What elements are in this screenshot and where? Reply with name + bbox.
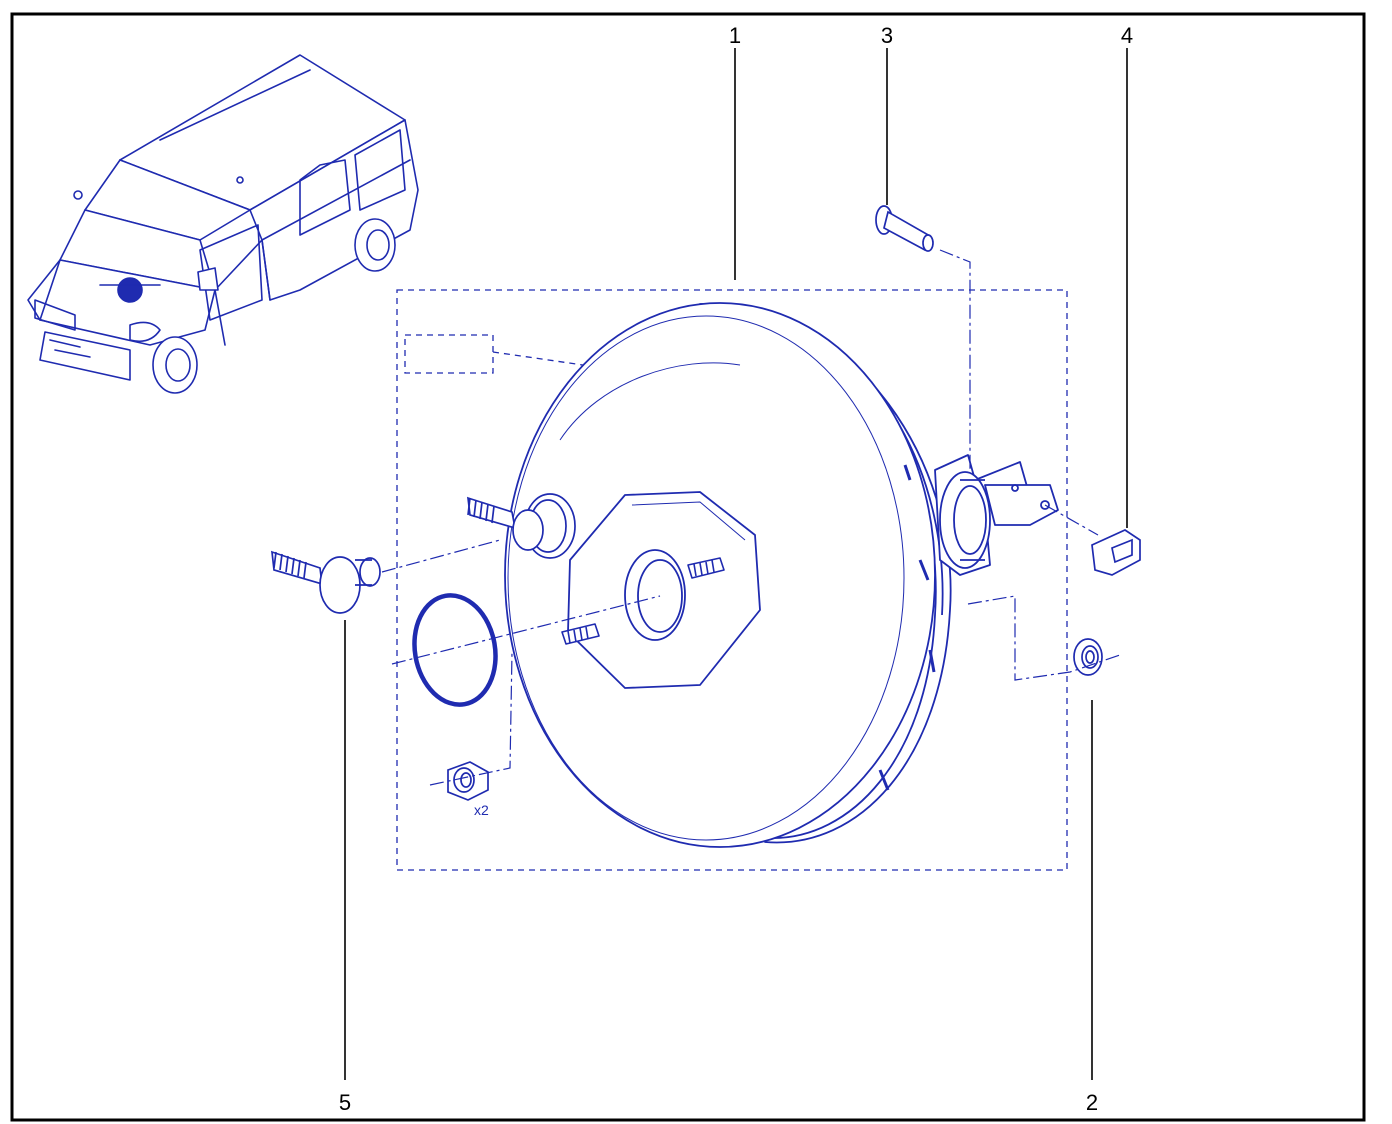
flange-nut-icon bbox=[1073, 638, 1103, 676]
retaining-clip-icon bbox=[1091, 529, 1141, 576]
valve-grommet-icon bbox=[467, 493, 576, 559]
vacuum-valve-icon bbox=[271, 550, 381, 614]
nut-icon bbox=[447, 761, 489, 801]
callout-4: 4 bbox=[1121, 23, 1133, 48]
assembly-centerlines bbox=[381, 249, 1121, 786]
callout-3: 3 bbox=[881, 23, 893, 48]
van-locator-icon bbox=[27, 54, 419, 394]
callout-1: 1 bbox=[729, 23, 741, 48]
clevis-pin-icon bbox=[875, 205, 934, 252]
callout-5: 5 bbox=[339, 1090, 351, 1115]
callout-2: 2 bbox=[1086, 1090, 1098, 1115]
brake-booster-icon bbox=[504, 302, 1059, 848]
outer-border bbox=[10, 12, 1366, 1122]
quantity-note: x2 bbox=[474, 802, 489, 818]
leader-lines bbox=[344, 48, 1128, 1080]
seal-ring-icon bbox=[412, 593, 498, 707]
